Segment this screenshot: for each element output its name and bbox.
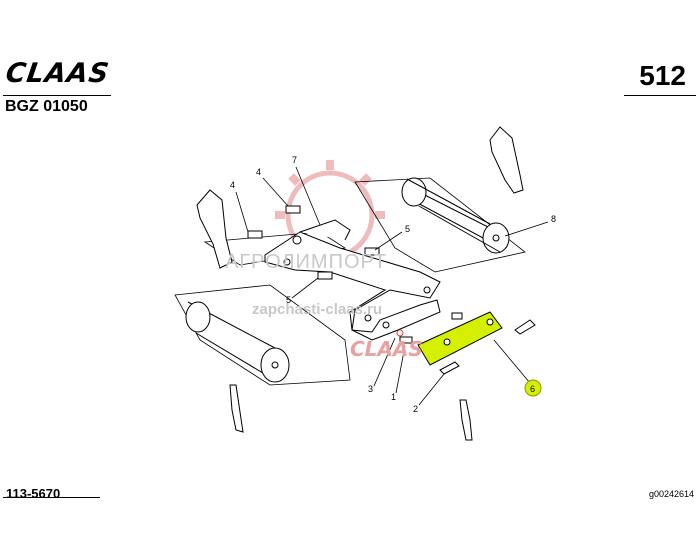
roller-right (401, 177, 510, 254)
callout-4b: 4 (256, 167, 261, 177)
footer-rule (3, 497, 100, 498)
roller-left (185, 301, 290, 383)
callout-2: 2 (413, 404, 418, 414)
callout-5a: 5 (405, 224, 410, 234)
hitch-arms (196, 126, 524, 441)
callout-6: 6 (530, 384, 535, 394)
main-frame (264, 219, 441, 341)
page-number: 512 (639, 60, 686, 91)
callout-7: 7 (292, 155, 297, 165)
watermark-brand-line: АГРОЛИМПОРТ (225, 251, 387, 273)
callout-8: 8 (551, 214, 556, 224)
image-code: g00242614 (648, 489, 694, 499)
callout-1: 1 (391, 392, 396, 402)
highlighted-plate (417, 311, 503, 366)
watermark-url-line: zapchasti-claas.ru (252, 301, 382, 318)
model-code: BGZ 01050 (5, 98, 88, 115)
callout-5b: 5 (286, 295, 291, 305)
leader-lines (235, 166, 549, 406)
bolts (247, 205, 536, 375)
header-rule-right (624, 95, 696, 96)
callout-3: 3 (368, 384, 373, 394)
header-rule-left (3, 95, 111, 96)
callout-4a: 4 (230, 180, 235, 190)
callout-6-badge (524, 379, 542, 397)
watermark-logo-text: CLAAS (350, 337, 423, 361)
part-number: 113-5670 (6, 486, 61, 501)
